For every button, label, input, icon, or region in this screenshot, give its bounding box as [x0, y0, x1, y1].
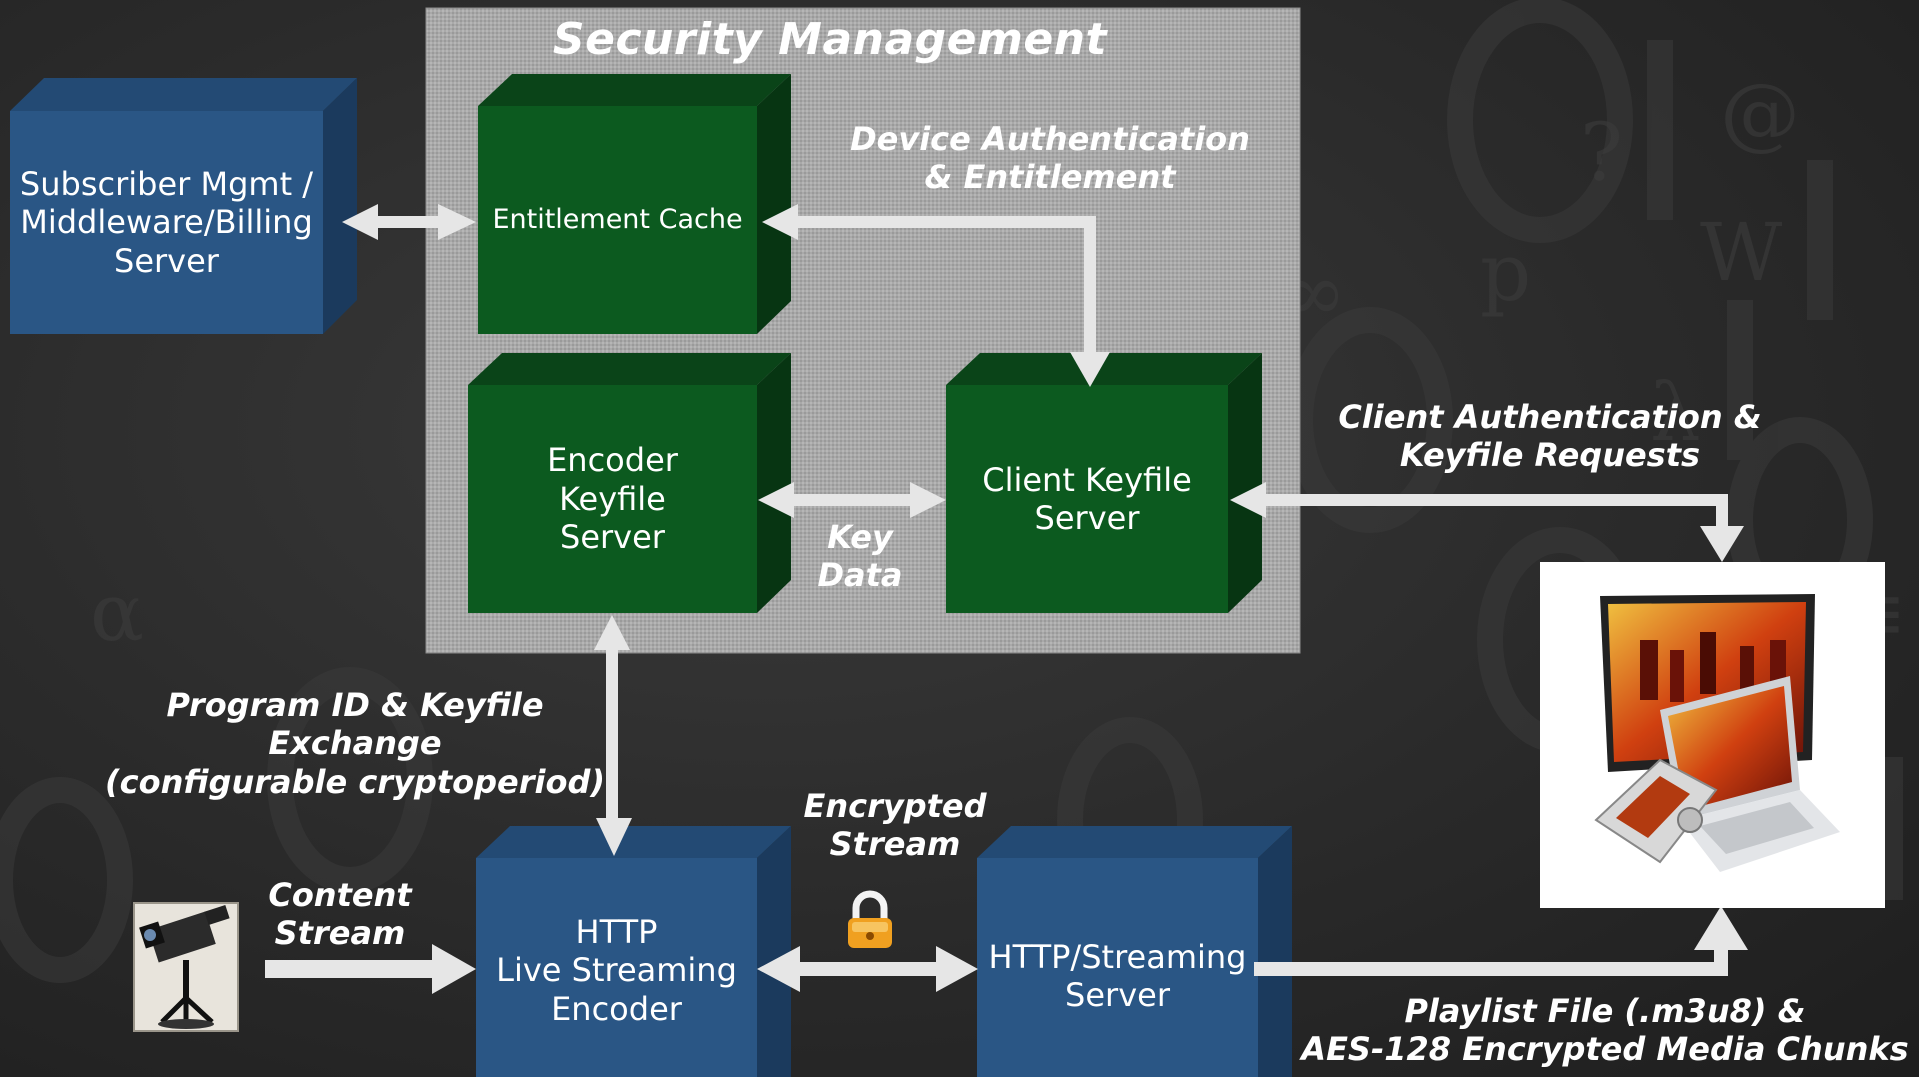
- entitlement-cache-box: [478, 74, 791, 334]
- client-keyfile-label: Client Keyfile Server: [982, 460, 1192, 537]
- client-devices-icon: [1540, 562, 1885, 908]
- arrow-content-stream: [265, 944, 476, 994]
- streaming-server-label: HTTP/Streaming Server: [988, 938, 1247, 1015]
- hls-encoder-label: HTTP Live Streaming Encoder: [496, 912, 737, 1028]
- client-keyfile-box: [946, 353, 1262, 613]
- encoder-keyfile-box: [468, 353, 791, 613]
- client-auth-label: Client Authentication & Keyfile Requests: [1338, 398, 1762, 475]
- svg-text:p: p: [1480, 226, 1531, 319]
- device-auth-label: Device Authentication & Entitlement: [850, 120, 1250, 197]
- playlist-label: Playlist File (.m3u8) & AES-128 Encrypte…: [1301, 992, 1909, 1069]
- arrow-playlist: [1254, 906, 1748, 976]
- svg-text:W: W: [1700, 206, 1782, 299]
- encrypted-stream-label: Encrypted Stream: [803, 787, 987, 864]
- arrow-encrypted-stream: [757, 946, 978, 992]
- arrow-device-auth: [762, 204, 1110, 387]
- svg-text:λ: λ: [1650, 366, 1701, 459]
- arrow-program-id: [594, 615, 632, 856]
- entitlement-cache-label: Entitlement Cache: [492, 203, 743, 235]
- security-management-title: Security Management: [552, 14, 1108, 65]
- subscriber-server-label: Subscriber Mgmt / Middleware/Billing Ser…: [19, 164, 314, 280]
- arrow-subscriber-entitlement: [342, 204, 476, 240]
- program-id-label: Program ID & Keyfile Exchange (configura…: [105, 686, 605, 801]
- video-camera-icon: [133, 902, 239, 1032]
- subscriber-server-box: [10, 78, 357, 334]
- streaming-server-box: [977, 826, 1292, 1077]
- content-stream-label: Content Stream: [268, 876, 412, 953]
- arrow-client-auth: [1230, 482, 1744, 562]
- svg-text:?: ?: [1580, 106, 1623, 199]
- padlock-icon: [848, 890, 892, 948]
- arrow-key-data: [758, 482, 946, 518]
- svg-text:α: α: [90, 566, 144, 659]
- encoder-keyfile-label: Encoder Keyfile Server: [547, 441, 678, 557]
- hls-encoder-box: [476, 826, 791, 1077]
- key-data-label: Key Data: [817, 518, 903, 595]
- svg-text:@: @: [1720, 66, 1800, 159]
